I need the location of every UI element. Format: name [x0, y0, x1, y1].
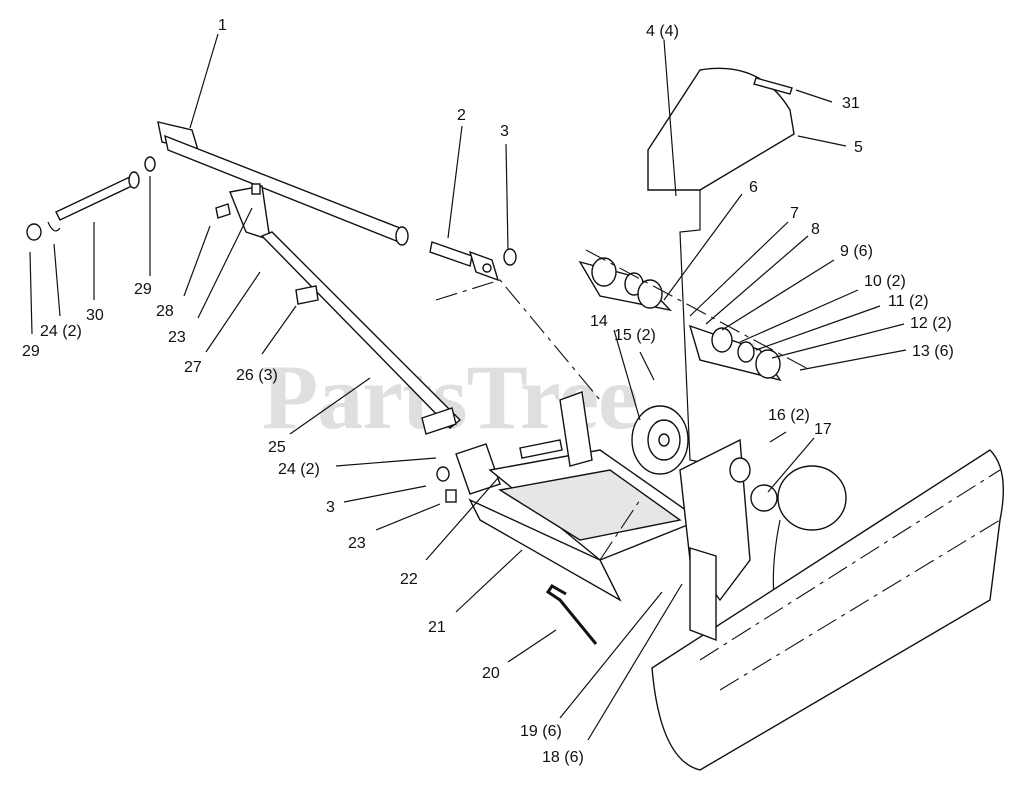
callout-11: 11 (2): [888, 293, 929, 310]
callout-1: 1: [218, 17, 227, 34]
j-rod-part: [545, 584, 598, 645]
callout-labels: 1 2 3 4 (4) 31 5 6 7 8 9 (6) 10 (2) 11 (…: [22, 17, 954, 766]
callout-8: 8: [811, 221, 820, 238]
callout-25: 25: [268, 439, 286, 456]
pulley-part: [631, 405, 689, 475]
plow-blade-part: [651, 449, 1005, 771]
callout-26: 26 (3): [236, 367, 278, 384]
callout-14: 14: [590, 313, 608, 330]
callout-24-upper: 24 (2): [40, 323, 82, 340]
callout-12: 12 (2): [910, 315, 952, 332]
lift-handle-part: [260, 231, 462, 435]
lever-bracket-part: [215, 183, 271, 242]
callout-31: 31: [842, 95, 860, 112]
callout-3: 3: [500, 123, 509, 140]
callout-30: 30: [86, 307, 104, 324]
callout-23-lower: 23: [348, 535, 366, 552]
callout-13: 13 (6): [912, 343, 954, 360]
clevis-part: [429, 241, 500, 282]
callout-20: 20: [482, 665, 500, 682]
callout-17: 17: [814, 421, 832, 438]
callout-4: 4 (4): [646, 23, 679, 40]
callout-7: 7: [790, 205, 799, 222]
callout-28: 28: [156, 303, 174, 320]
callout-10: 10 (2): [864, 273, 906, 290]
callout-18: 18 (6): [542, 749, 584, 766]
callout-22: 22: [400, 571, 418, 588]
callout-23-upper: 23: [168, 329, 186, 346]
callout-24-lower: 24 (2): [278, 461, 320, 478]
part-drawings: [26, 67, 1005, 771]
push-tube-part: [157, 121, 409, 246]
callout-5: 5: [854, 139, 863, 156]
assembly-line: [435, 279, 601, 401]
callout-6: 6: [749, 179, 758, 196]
callout-9: 9 (6): [840, 243, 873, 260]
assembly-line: [599, 499, 641, 561]
callout-19: 19 (6): [520, 723, 562, 740]
washer-part: [503, 248, 517, 266]
callout-16: 16 (2): [768, 407, 810, 424]
decal-part: [753, 77, 793, 95]
callout-29-right: 29: [134, 281, 152, 298]
callout-21: 21: [428, 619, 446, 636]
callout-27: 27: [184, 359, 202, 376]
callout-29-left: 29: [22, 343, 40, 360]
callout-3-lower: 3: [326, 499, 335, 516]
callout-15: 15 (2): [614, 327, 656, 344]
leader-lines: [29, 33, 907, 741]
callout-2: 2: [457, 107, 466, 124]
mount-frame-part: [468, 391, 702, 602]
pivot-pin-part: [26, 156, 156, 241]
lower-bracket-part: [436, 443, 501, 503]
